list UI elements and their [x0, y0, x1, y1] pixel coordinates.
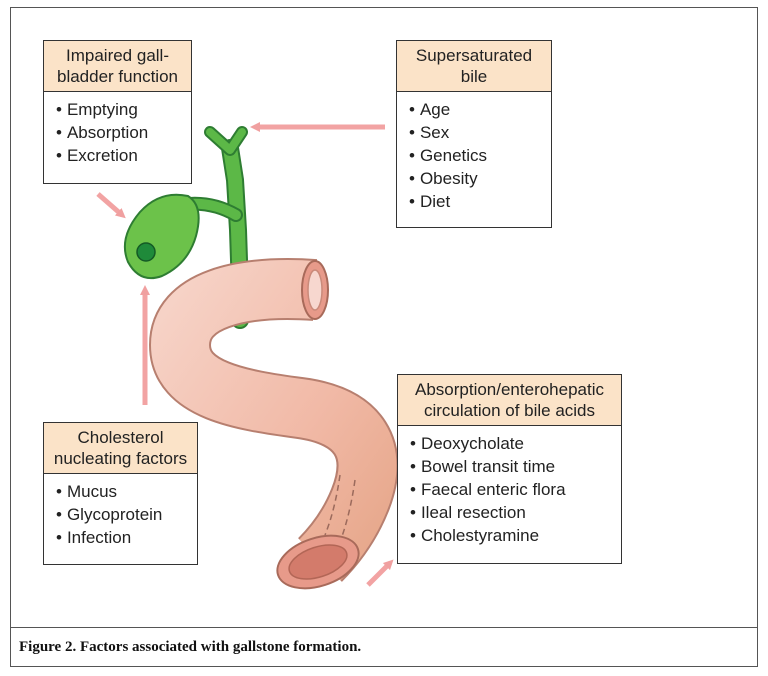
- list-item: Bowel transit time: [410, 455, 621, 478]
- list-item: Infection: [56, 526, 197, 549]
- gallbladder: [124, 193, 200, 280]
- arrow-from-impaired: [96, 192, 126, 219]
- list-item: Faecal enteric flora: [410, 478, 621, 501]
- list-item: Diet: [409, 190, 551, 213]
- list-item: Excretion: [56, 144, 191, 167]
- arrow-from-absorption: [366, 559, 394, 587]
- gallstone-icon: [136, 242, 156, 262]
- list-item: Ileal resection: [410, 501, 621, 524]
- absorption-circulation-list: DeoxycholateBowel transit timeFaecal ent…: [398, 426, 621, 553]
- list-item: Cholestyramine: [410, 524, 621, 547]
- figure-caption: Figure 2. Factors associated with gallst…: [19, 638, 362, 655]
- intestine: [148, 258, 399, 590]
- cholesterol-nucleating-list: MucusGlycoproteinInfection: [44, 474, 197, 555]
- list-item: Mucus: [56, 480, 197, 503]
- list-item: Obesity: [409, 167, 551, 190]
- caption-box: Figure 2. Factors associated with gallst…: [10, 627, 758, 667]
- list-item: Emptying: [56, 98, 191, 121]
- list-item: Absorption: [56, 121, 191, 144]
- supersaturated-bile-list: AgeSexGeneticsObesityDiet: [397, 92, 551, 219]
- list-item: Deoxycholate: [410, 432, 621, 455]
- list-item: Genetics: [409, 144, 551, 167]
- list-item: Age: [409, 98, 551, 121]
- impaired-gallbladder-title: Impaired gall-bladder function: [44, 41, 191, 92]
- list-item: Glycoprotein: [56, 503, 197, 526]
- impaired-gallbladder-list: EmptyingAbsorptionExcretion: [44, 92, 191, 173]
- list-item: Sex: [409, 121, 551, 144]
- impaired-gallbladder-box: Impaired gall-bladder function EmptyingA…: [43, 40, 192, 184]
